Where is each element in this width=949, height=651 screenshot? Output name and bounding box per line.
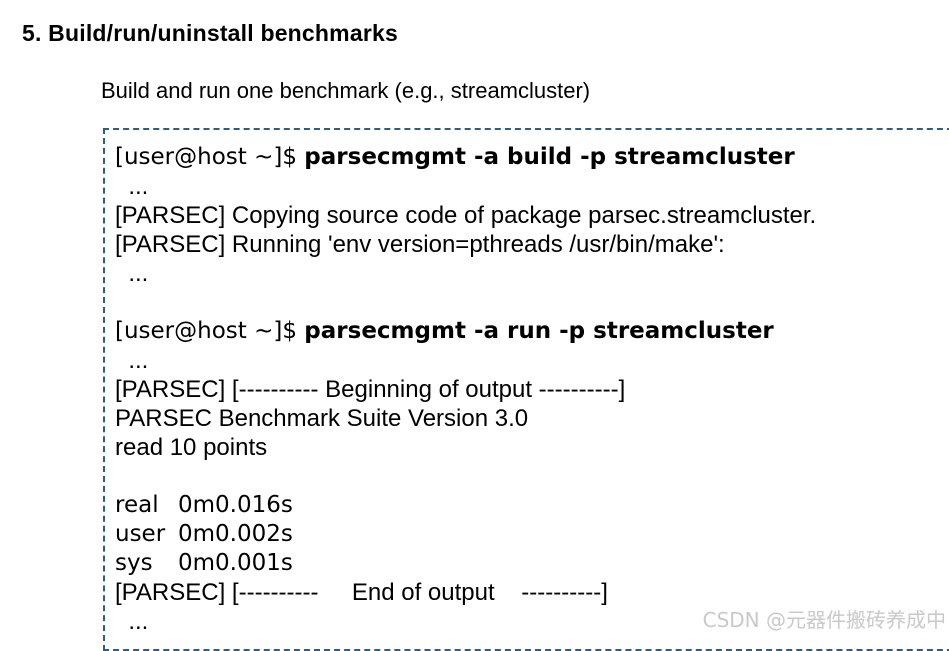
terminal-line-prompt: [user@host ~]$ parsecmgmt -a build -p st… <box>115 143 949 172</box>
terminal-line-time: user 0m0.002s <box>115 520 949 549</box>
terminal-line-output: ... <box>115 347 149 374</box>
terminal-line-output: read 10 points <box>115 434 268 461</box>
terminal-line-output: [PARSEC] Copying source code of package … <box>115 202 817 229</box>
terminal-line-time: sys 0m0.001s <box>115 549 949 578</box>
terminal-line-output: ... <box>115 260 149 287</box>
time-value: 0m0.001s <box>178 550 293 576</box>
terminal-output-box: [user@host ~]$ parsecmgmt -a build -p st… <box>103 128 949 651</box>
time-value: 0m0.016s <box>178 492 293 518</box>
time-value: 0m0.002s <box>178 521 293 547</box>
terminal-line-output: [PARSEC] Running 'env version=pthreads /… <box>115 231 725 258</box>
terminal-line-time: real 0m0.016s <box>115 491 949 520</box>
terminal-line-output: ... <box>115 173 149 200</box>
terminal-line-blank <box>115 288 949 317</box>
time-label: user <box>115 521 166 547</box>
watermark: CSDN @元器件搬砖养成中 <box>702 608 946 632</box>
terminal-line-prompt: [user@host ~]$ parsecmgmt -a run -p stre… <box>115 317 949 346</box>
time-label: sys <box>115 550 153 576</box>
shell-command: parsecmgmt -a run -p streamcluster <box>304 318 774 344</box>
shell-prompt: [user@host ~]$ <box>115 318 305 344</box>
terminal-line-output: PARSEC Benchmark Suite Version 3.0 <box>115 405 529 432</box>
terminal-line-output: [PARSEC] [---------- Beginning of output… <box>115 376 626 403</box>
terminal-line-output: [PARSEC] [---------- End of output -----… <box>115 579 608 606</box>
terminal-line-output: ... <box>115 608 149 635</box>
terminal-line-blank <box>115 462 949 491</box>
subtitle: Build and run one benchmark (e.g., strea… <box>101 78 591 103</box>
shell-prompt: [user@host ~]$ <box>115 144 305 170</box>
time-label: real <box>115 492 159 518</box>
page-title: 5. Build/run/uninstall benchmarks <box>22 20 398 46</box>
shell-command: parsecmgmt -a build -p streamcluster <box>304 144 795 170</box>
